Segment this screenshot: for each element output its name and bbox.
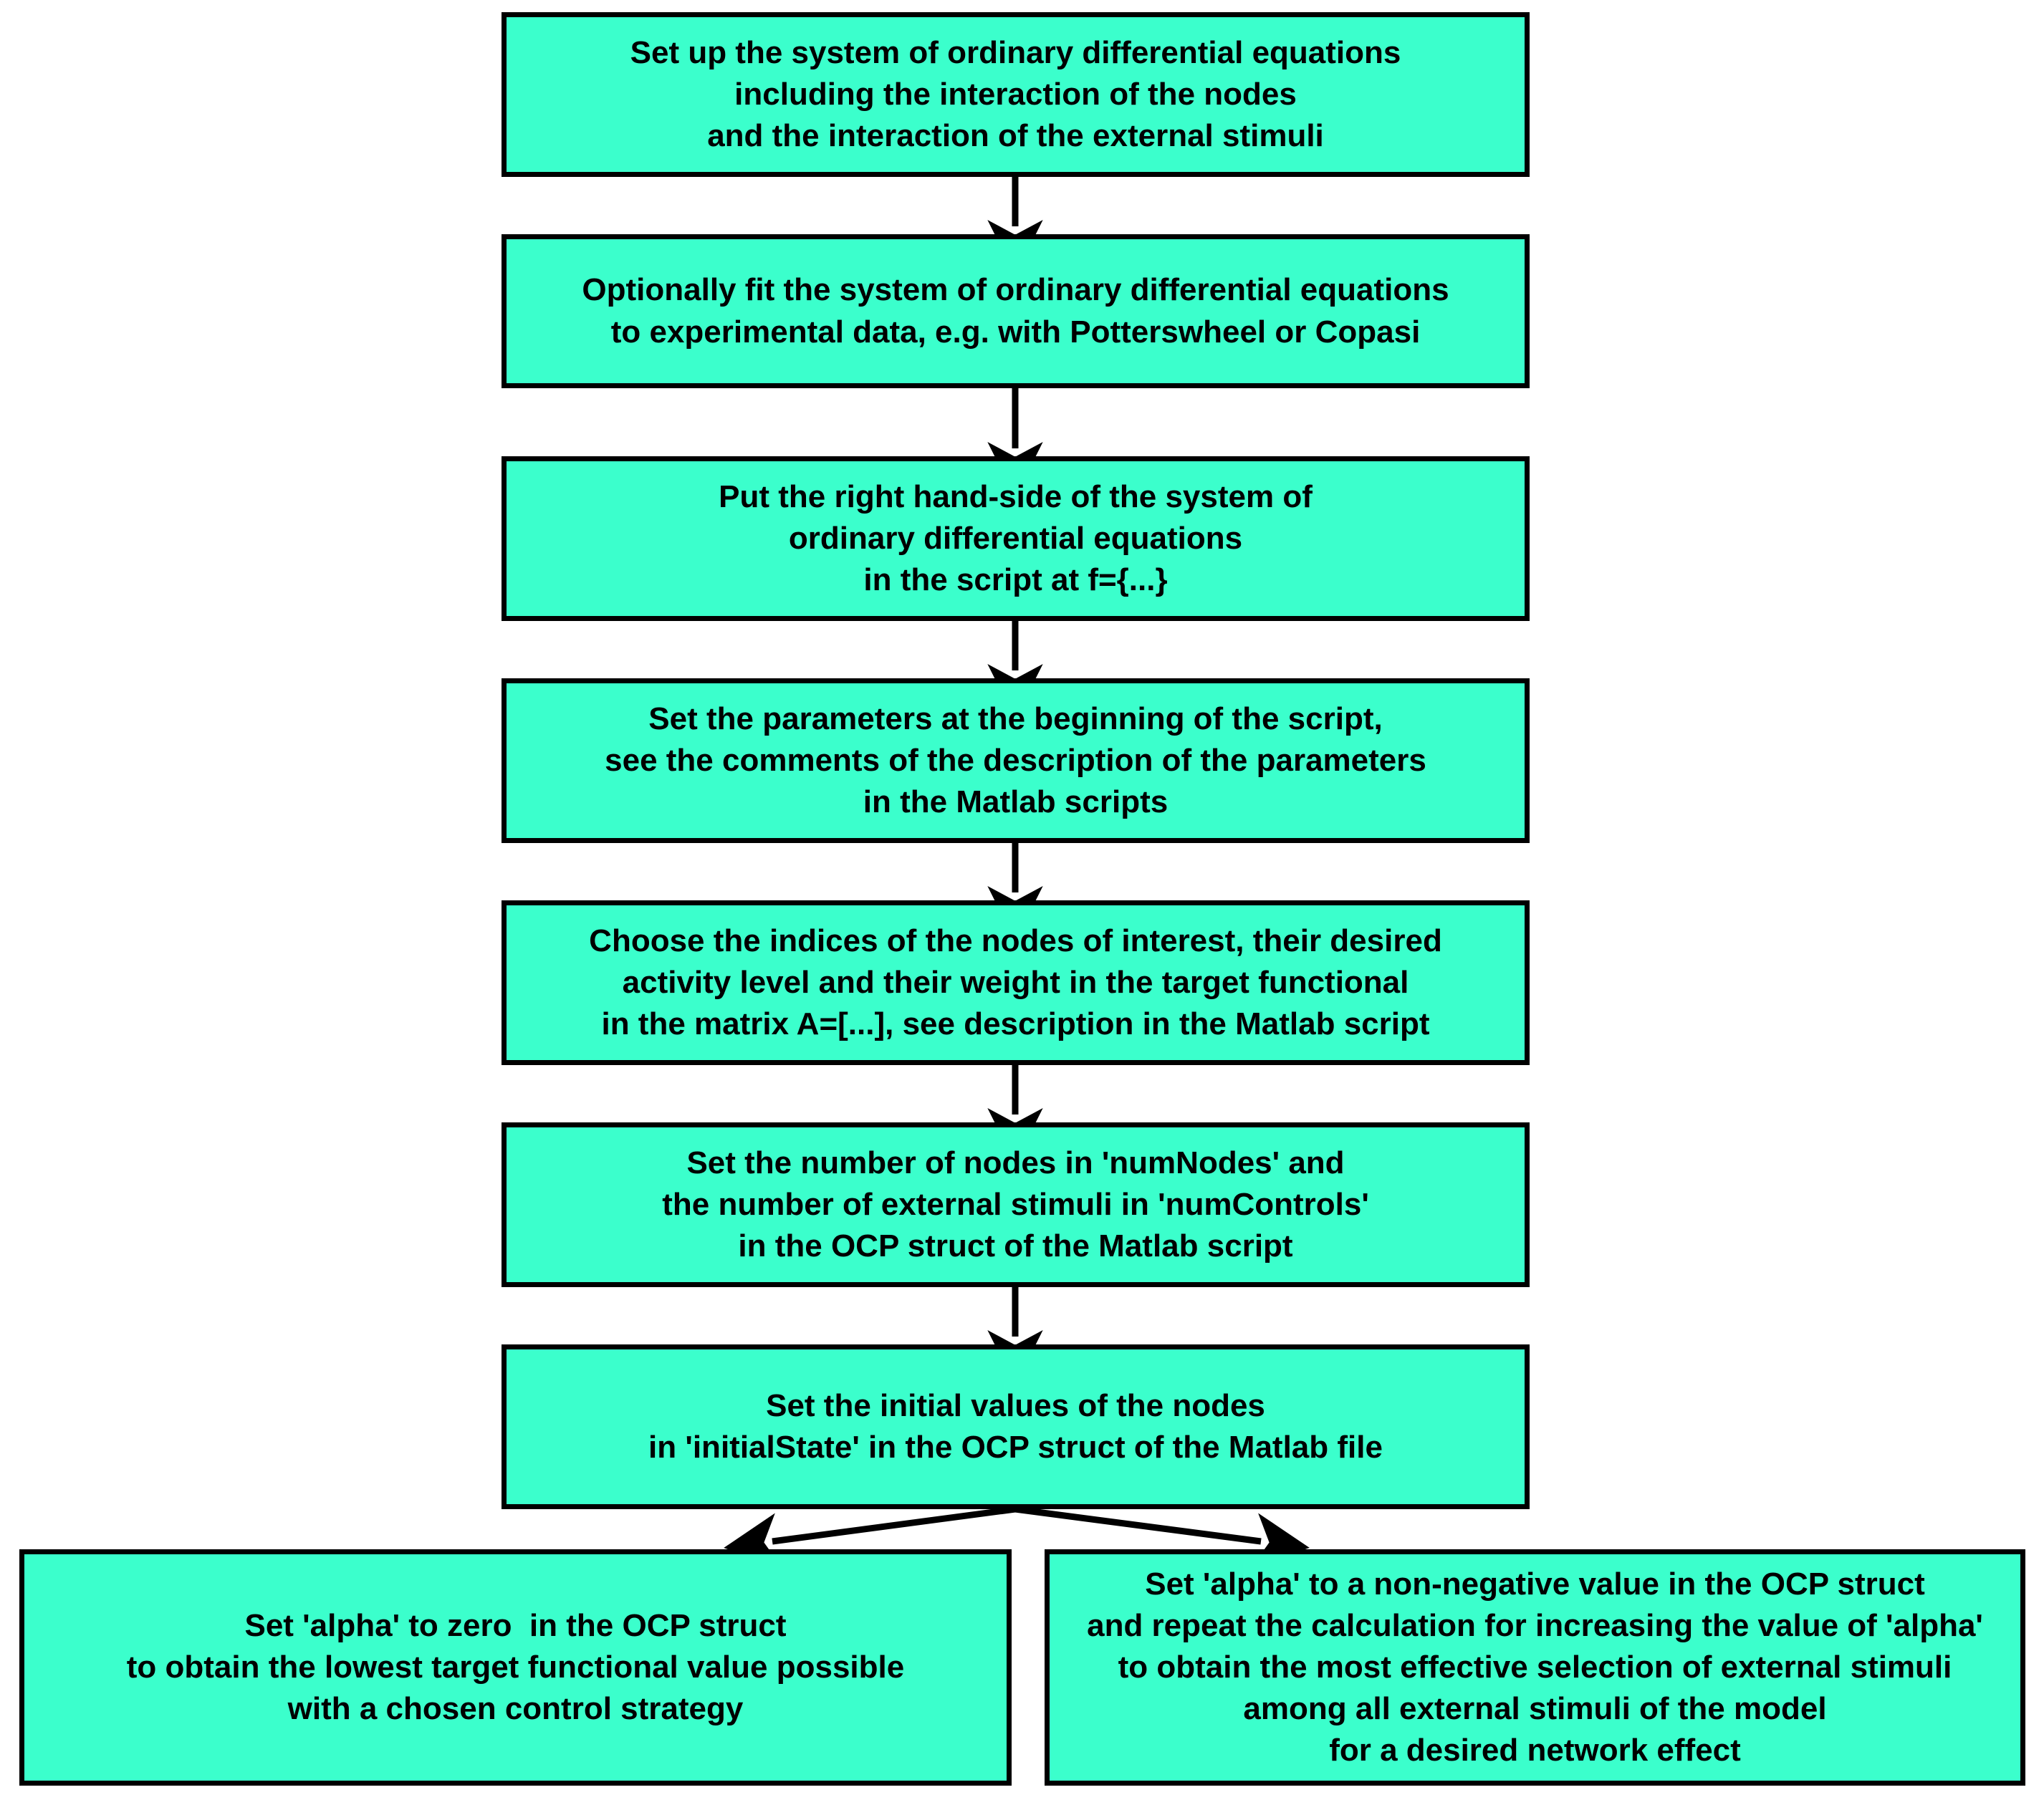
flow-node-step-2: Optionally fit the system of ordinary di… xyxy=(502,234,1530,388)
flow-node-step-1: Set up the system of ordinary differenti… xyxy=(502,12,1530,177)
node-line: in the OCP struct of the Matlab script xyxy=(738,1228,1293,1264)
node-line: in the Matlab scripts xyxy=(863,784,1169,820)
node-line: activity level and their weight in the t… xyxy=(622,964,1409,1000)
node-line: Set up the system of ordinary differenti… xyxy=(630,34,1401,70)
node-line: with a chosen control strategy xyxy=(287,1691,744,1727)
flow-node-step-7: Set the initial values of the nodes in '… xyxy=(502,1344,1530,1509)
edge-step7-branch-right xyxy=(1014,1506,1310,1569)
node-line: to obtain the most effective selection o… xyxy=(1118,1649,1952,1685)
node-line: see the comments of the description of t… xyxy=(605,742,1426,778)
flow-node-branch-left: Set 'alpha' to zero in the OCP struct to… xyxy=(19,1549,1012,1786)
node-line: Set the parameters at the beginning of t… xyxy=(648,701,1383,736)
node-line: and the interaction of the external stim… xyxy=(707,118,1324,154)
node-line: Choose the indices of the nodes of inter… xyxy=(589,923,1442,958)
flow-node-branch-right: Set 'alpha' to a non-negative value in t… xyxy=(1045,1549,2025,1786)
node-line: for a desired network effect xyxy=(1329,1733,1741,1768)
node-line: in 'initialState' in the OCP struct of t… xyxy=(648,1430,1383,1465)
node-line: the number of external stimuli in 'numCo… xyxy=(662,1186,1369,1222)
node-line: in the script at f={...} xyxy=(863,562,1168,598)
node-line: to experimental data, e.g. with Pottersw… xyxy=(610,314,1421,350)
node-line: ordinary differential equations xyxy=(788,520,1243,556)
node-line: Set 'alpha' to a non-negative value in t… xyxy=(1145,1566,1925,1602)
node-line: Put the right hand-side of the system of xyxy=(719,478,1313,514)
node-line: Optionally fit the system of ordinary di… xyxy=(582,272,1449,308)
node-line: in the matrix A=[...], see description i… xyxy=(601,1006,1430,1042)
edge-step7-branch-left xyxy=(724,1506,1016,1569)
node-line: Set the initial values of the nodes xyxy=(766,1387,1265,1423)
node-line: to obtain the lowest target functional v… xyxy=(126,1649,905,1685)
flow-node-step-6: Set the number of nodes in 'numNodes' an… xyxy=(502,1122,1530,1287)
node-line: including the interaction of the nodes xyxy=(734,76,1297,112)
flow-node-step-3: Put the right hand-side of the system of… xyxy=(502,456,1530,621)
flow-node-step-5: Choose the indices of the nodes of inter… xyxy=(502,900,1530,1065)
node-line: and repeat the calculation for increasin… xyxy=(1087,1607,1983,1643)
node-line: Set 'alpha' to zero in the OCP struct xyxy=(244,1607,787,1643)
flow-node-step-4: Set the parameters at the beginning of t… xyxy=(502,678,1530,843)
node-line: Set the number of nodes in 'numNodes' an… xyxy=(686,1145,1345,1180)
node-line: among all external stimuli of the model xyxy=(1243,1691,1827,1727)
